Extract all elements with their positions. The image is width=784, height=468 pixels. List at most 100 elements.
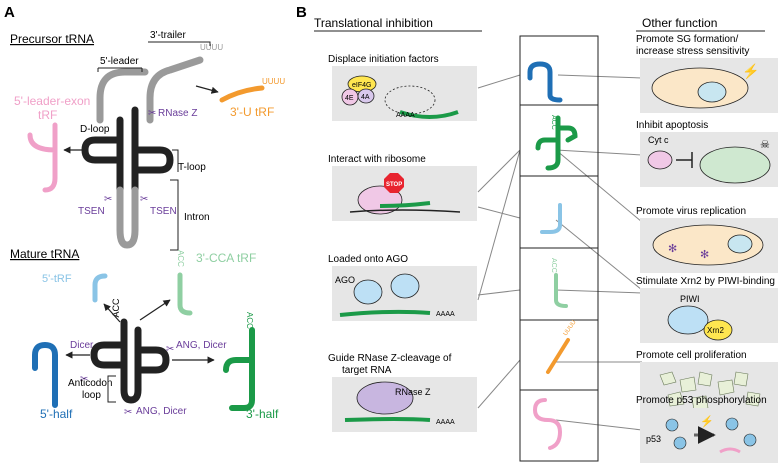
t-loop-label: T-loop: [178, 162, 206, 173]
five-leader-strand: [96, 68, 149, 124]
rnase-z-box-label: RNase Z: [395, 387, 431, 397]
ang-dicer-bottom-label: ANG, Dicer: [136, 406, 187, 417]
proliferating-cells: [659, 371, 761, 411]
anticodon-bracket: [107, 375, 116, 403]
anticodon-label-1: Anticodon: [68, 378, 112, 389]
five-trf-shape: [92, 273, 108, 303]
apoptotic-cell: [699, 146, 771, 184]
acc-three-half: ACC: [245, 312, 254, 329]
scissors-icon-tsen-right: ✂: [140, 194, 148, 205]
leader-exon-trf-line2: tRF: [38, 108, 57, 122]
virus-cell: [652, 224, 764, 266]
interact-mrna: [349, 209, 461, 213]
five-half-shape: [32, 341, 58, 408]
ang-dicer-right-label: ANG, Dicer: [176, 340, 227, 351]
d-arm: [81, 136, 124, 164]
virus-nucleus: [727, 234, 753, 254]
middle-five-half: [527, 61, 563, 103]
leader-exon-trf-shape: [27, 122, 58, 193]
middle-three-cca-trf: [554, 273, 568, 308]
scissors-icon-ang-bottom: ✂: [124, 407, 132, 418]
piwi-label: PIWI: [680, 294, 700, 304]
sg-nucleus: [697, 81, 727, 103]
p53-molecule-2: [673, 436, 687, 450]
loaded-mrna: [339, 309, 431, 317]
guide-title-1: Guide RNase Z-cleavage of: [328, 353, 452, 364]
three-cca-trf-label: 3'-CCA tRF: [196, 251, 256, 265]
aaaa-1: AAAA: [396, 112, 415, 119]
scissors-icon-dicer: ✂: [80, 374, 88, 385]
p53-trf: [719, 447, 741, 454]
mature-trna: [90, 318, 170, 404]
xrn2-shape: [703, 319, 733, 341]
aaaa-2: AAAA: [436, 311, 455, 318]
middle-leader-exon-trf: [532, 398, 563, 450]
intron-bracket: [170, 179, 179, 251]
panel-a-label: A: [4, 4, 15, 21]
interact-box: [332, 166, 477, 221]
middle-three-half: [535, 115, 578, 171]
cyt-c-shape: [647, 150, 673, 170]
cyt-c-label: Cyt c: [648, 135, 669, 145]
connector-lines: [477, 74, 643, 431]
apoptosis-title: Inhibit apoptosis: [636, 120, 708, 131]
sg-title-2: increase stress sensitivity: [636, 46, 749, 57]
four-a-label: 4A: [361, 94, 370, 101]
guide-title-2: target RNA: [342, 365, 392, 376]
prolif-box: [640, 362, 778, 417]
scissors-icon-ang-right: ✂: [166, 344, 174, 355]
three-trailer-strand: [146, 56, 204, 124]
arrow-to-five-trf: [103, 303, 121, 323]
five-leader-label: 5'-leader: [100, 56, 139, 67]
scissors-icon-rnase-z: ✂: [148, 108, 156, 119]
interact-title: Interact with ribosome: [328, 154, 426, 165]
dicer-label: Dicer: [70, 340, 94, 351]
precursor-title: Precursor tRNA: [10, 32, 94, 46]
p53-title: Promote p53 phosphorylation: [636, 395, 767, 406]
tsen-left-label: TSEN: [78, 206, 105, 217]
t-arm: [131, 146, 174, 174]
three-cca-trf-shape: [177, 272, 193, 316]
three-u-trf-tail: UUUU: [262, 77, 285, 86]
three-half-shape: [223, 327, 255, 411]
stop-sign: [384, 173, 404, 193]
displace-title: Displace initiation factors: [328, 54, 439, 65]
ago-shape-2: [390, 273, 420, 299]
p53-label: p53: [646, 434, 661, 444]
d-loop-label: D-loop: [80, 124, 110, 135]
interact-trf: [379, 201, 431, 208]
lightning-icon: ⚡: [742, 63, 759, 80]
tsen-right-label: TSEN: [150, 206, 177, 217]
prolif-title: Promote cell proliferation: [636, 350, 747, 361]
ago-shape-1: [353, 279, 383, 305]
arrow-to-three-u-trf: [195, 85, 219, 94]
aaaa-3: AAAA: [436, 419, 455, 426]
middle-five-trf: [540, 203, 562, 234]
scissors-icon-tsen-left: ✂: [104, 194, 112, 205]
rnase-z-shape: [356, 381, 414, 415]
rnase-z-label: RNase Z: [158, 108, 197, 119]
virus-icon-1: ✻: [668, 243, 677, 255]
p53-molecule-3: [725, 417, 739, 431]
acc-center: ACC: [111, 298, 121, 318]
eif4g-label: eIF4G: [352, 82, 371, 89]
stop-label: STOP: [386, 182, 402, 188]
acc-cca-trf: ACC: [176, 250, 185, 267]
sg-title-1: Promote SG formation/: [636, 34, 738, 45]
arrow-to-three-cca-trf: [139, 299, 171, 321]
five-leader-bracket: [97, 67, 143, 72]
three-half-label: 3'-half: [246, 407, 279, 421]
four-e-label: 4E: [345, 95, 354, 102]
intron-label: Intron: [184, 212, 210, 223]
ago-label: AGO: [335, 275, 355, 285]
precursor-trna: [81, 56, 204, 249]
xrn2-title: Stimulate Xrn2 by PIWI-binding: [636, 276, 775, 287]
trailer-tail: UUUU: [200, 43, 223, 52]
right-title: Other function: [642, 16, 717, 30]
p53-molecule-4: [743, 433, 757, 447]
xrn2-label: Xrn2: [707, 326, 724, 335]
three-u-trf-shape: [219, 85, 265, 103]
middle-acc-2: ACC: [550, 258, 557, 273]
piwi-shape: [667, 305, 709, 335]
